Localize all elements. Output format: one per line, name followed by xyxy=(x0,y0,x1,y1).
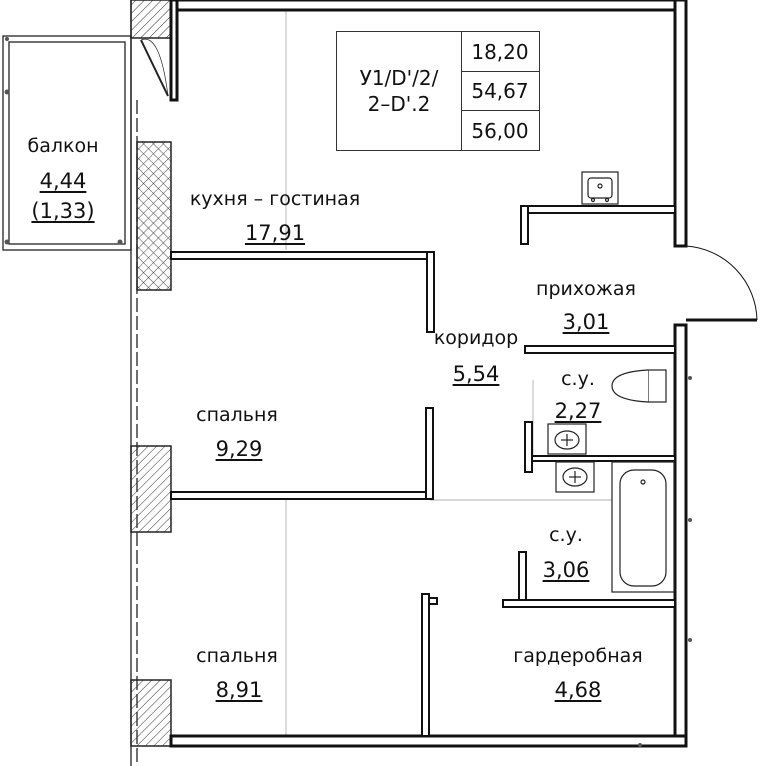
column-top xyxy=(130,0,172,39)
balcony-area-reduced: (1,33) xyxy=(31,199,95,223)
total-area-with-balcony-value: 56,00 xyxy=(471,118,529,143)
washbasin-1 xyxy=(547,423,587,455)
bathroom1-name: с.у. xyxy=(561,368,595,390)
kitchen-living-name: кухня – гостиная xyxy=(189,188,361,210)
corridor-area: 5,54 xyxy=(452,362,500,386)
apartment-code: У1/D'/2/ 2–D'.2 xyxy=(337,32,462,150)
apartment-code-line2: 2–D'.2 xyxy=(367,92,431,116)
bedroom1-name: спальня xyxy=(196,404,278,426)
exterior-wall-dots xyxy=(638,376,692,747)
bathtub xyxy=(611,461,675,593)
column-mid xyxy=(130,445,172,533)
bedroom2-name: спальня xyxy=(196,645,278,667)
balcony-name: балкон xyxy=(27,135,99,157)
total-area-value: 54,67 xyxy=(461,71,539,111)
kitchen-sink xyxy=(581,171,619,205)
interior-walls xyxy=(170,205,676,737)
bedroom2-area: 8,91 xyxy=(215,678,263,702)
hallway-area: 3,01 xyxy=(562,310,610,334)
exterior-walls xyxy=(169,0,688,748)
wardrobe-name: гардеробная xyxy=(513,645,643,667)
left-window-wall xyxy=(130,0,138,766)
toilet-1 xyxy=(611,369,667,403)
living-area-value: 18,20 xyxy=(461,32,539,72)
corridor-name: коридор xyxy=(433,327,519,349)
balcony-area: 4,44 xyxy=(39,169,87,193)
bedroom1-area: 9,29 xyxy=(215,437,263,461)
apartment-info-table: У1/D'/2/ 2–D'.2 18,20 54,67 56,00 xyxy=(336,31,540,151)
washbasin-2 xyxy=(555,461,595,493)
kitchen-living-area: 17,91 xyxy=(244,221,306,245)
entrance-door xyxy=(685,245,758,322)
apartment-code-line1: У1/D'/2/ xyxy=(359,66,439,90)
hallway-name: прихожая xyxy=(536,278,636,300)
bathroom1-area: 2,27 xyxy=(554,399,602,423)
column-crosshatch xyxy=(136,141,172,291)
bathroom2-name: с.у. xyxy=(549,524,583,546)
wardrobe-area: 4,68 xyxy=(554,678,602,702)
balcony-door xyxy=(140,38,169,97)
balcony-corners xyxy=(4,37,123,245)
bathroom2-area: 3,06 xyxy=(542,558,590,582)
column-bottom xyxy=(130,679,172,747)
